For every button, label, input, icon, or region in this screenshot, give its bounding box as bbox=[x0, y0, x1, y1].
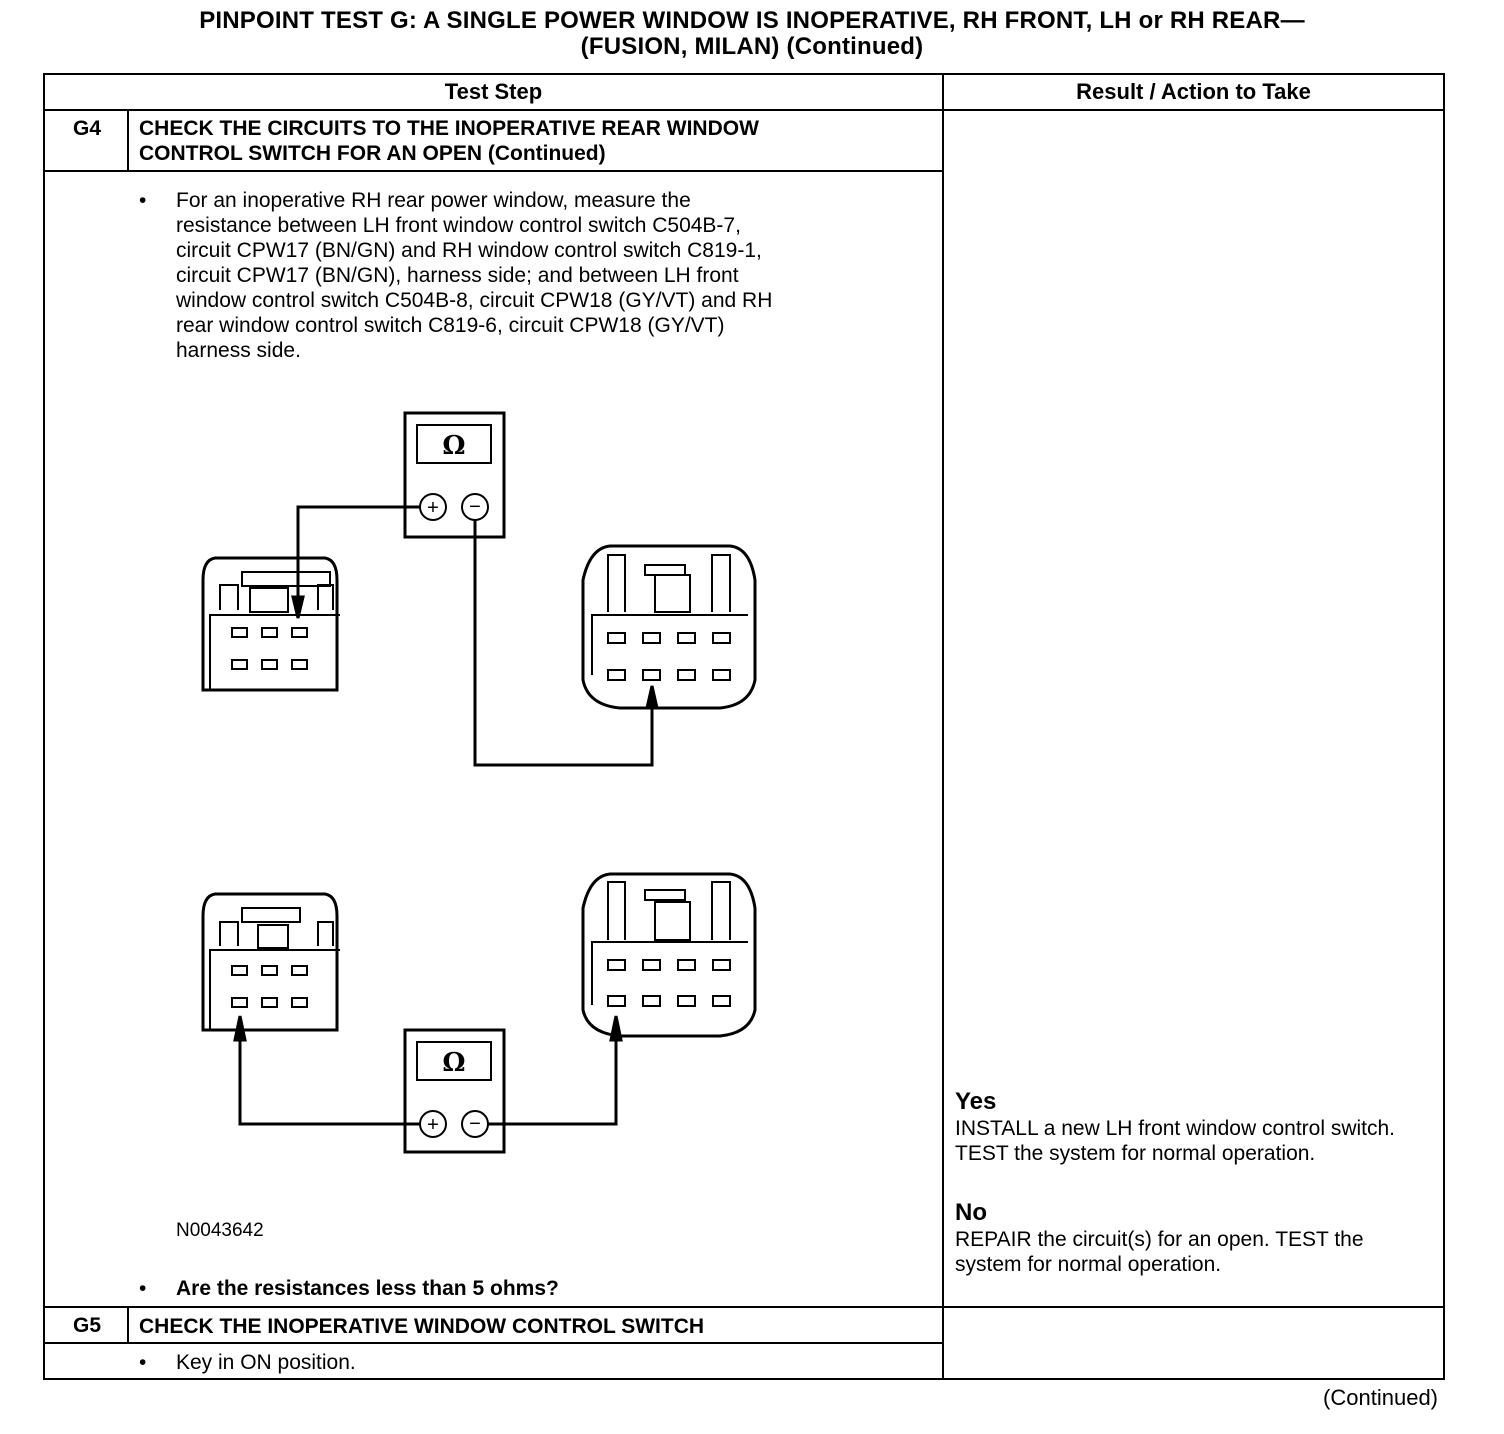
step-id-divider-g4 bbox=[127, 111, 129, 172]
title-line-2: (FUSION, MILAN) (Continued) bbox=[580, 33, 924, 60]
step-id-g4: G4 bbox=[72, 117, 101, 140]
pinpoint-table: Test Step Result / Action to Take G4 CHE… bbox=[43, 73, 1445, 1380]
ohm-symbol: Ω bbox=[442, 1048, 465, 1078]
probe-wire-positive bbox=[238, 1036, 420, 1126]
minus-terminal: − bbox=[469, 496, 481, 518]
connector-c504b-bottom bbox=[201, 892, 340, 1032]
probe-tip-arrow bbox=[645, 685, 659, 710]
g4-end-rule bbox=[45, 1306, 1443, 1308]
header-rule bbox=[45, 109, 1443, 111]
yes-text: INSTALL a new LH front window control sw… bbox=[955, 1117, 1396, 1165]
header-test-step: Test Step bbox=[444, 79, 543, 104]
title-line-1: PINPOINT TEST G: A SINGLE POWER WINDOW I… bbox=[199, 7, 1305, 34]
figure-id: N0043642 bbox=[176, 1220, 264, 1241]
ohm-symbol: Ω bbox=[442, 431, 465, 461]
step-id-g5: G5 bbox=[72, 1314, 101, 1337]
minus-terminal: − bbox=[469, 1113, 481, 1135]
g4-question: Are the resistances less than 5 ohms? bbox=[176, 1277, 559, 1300]
probe-tip-arrow bbox=[291, 595, 305, 619]
g4-title-rule bbox=[45, 170, 942, 172]
bullet: • bbox=[139, 1351, 147, 1374]
header-result: Result / Action to Take bbox=[1076, 79, 1311, 104]
step-title-g4: CHECK THE CIRCUITS TO THE INOPERATIVE RE… bbox=[139, 116, 759, 166]
probe-wire-positive bbox=[296, 505, 420, 600]
probe-wire-negative bbox=[473, 520, 654, 767]
plus-terminal: + bbox=[427, 497, 439, 519]
column-divider bbox=[942, 75, 944, 1378]
g4-instruction: For an inoperative RH rear power window,… bbox=[176, 189, 773, 362]
connector-c504b-top bbox=[201, 556, 340, 692]
connector-c819-top bbox=[581, 544, 757, 710]
ohmmeter-bottom: Ω + − bbox=[403, 1028, 506, 1154]
plus-terminal: + bbox=[427, 1114, 439, 1136]
step-id-divider-g5 bbox=[127, 1308, 129, 1344]
step-title-g5: CHECK THE INOPERATIVE WINDOW CONTROL SWI… bbox=[139, 1315, 705, 1338]
probe-wire-negative bbox=[488, 1034, 618, 1126]
g5-instruction: Key in ON position. bbox=[176, 1351, 356, 1374]
yes-label: Yes bbox=[955, 1088, 997, 1115]
continued-label: (Continued) bbox=[1323, 1385, 1438, 1410]
bullet: • bbox=[139, 189, 147, 212]
g5-title-rule bbox=[45, 1342, 942, 1344]
probe-tip-arrow bbox=[233, 1015, 247, 1042]
resistance-measurement-diagram: Ω + − bbox=[201, 411, 757, 1154]
step-title-g4-line2: CONTROL SWITCH FOR AN OPEN (Continued) bbox=[139, 142, 606, 165]
bullet: • bbox=[139, 1277, 147, 1300]
ohmmeter-top: Ω + − bbox=[403, 411, 506, 539]
probe-tip-arrow bbox=[609, 1015, 623, 1042]
no-text: REPAIR the circuit(s) for an open. TEST … bbox=[955, 1228, 1364, 1276]
step-title-g4-line1: CHECK THE CIRCUITS TO THE INOPERATIVE RE… bbox=[139, 117, 759, 140]
connector-c819-bottom bbox=[581, 872, 757, 1038]
no-label: No bbox=[955, 1199, 987, 1226]
page-title: PINPOINT TEST G: A SINGLE POWER WINDOW I… bbox=[0, 8, 1504, 60]
